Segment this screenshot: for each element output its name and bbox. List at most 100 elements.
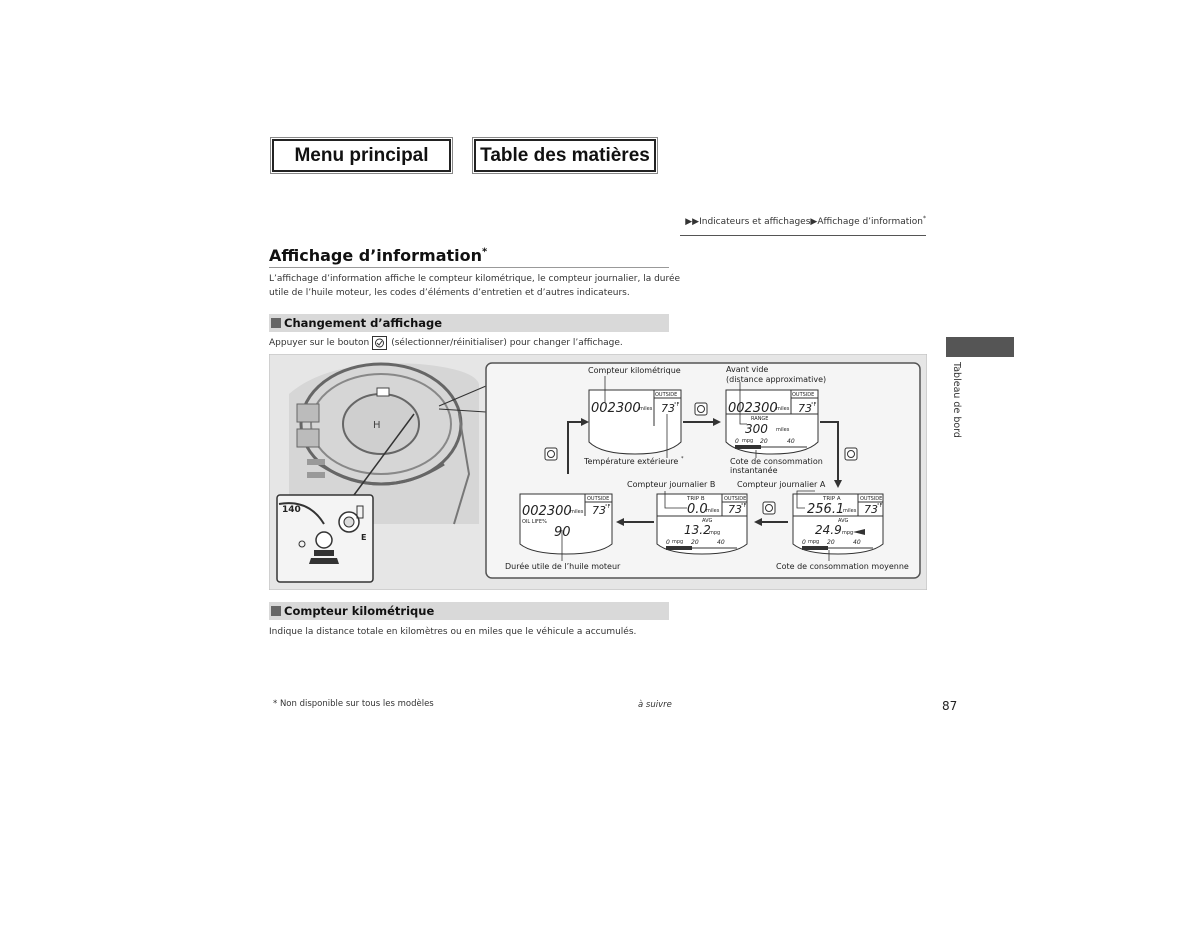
section-header-compteur: Compteur kilométrique: [269, 602, 669, 620]
screen2-scale-0: 0: [735, 438, 739, 445]
label-instant-line1: Cote de consommation: [730, 457, 823, 466]
screen4-scale-0: 0: [666, 539, 670, 546]
screen-trip-a: TRIP A OUTSIDE 256.1 miles 73 °F AVG 24.…: [792, 493, 884, 555]
page-title: Affichage d’information*: [269, 246, 487, 265]
main-menu-button[interactable]: Menu principal: [272, 139, 451, 172]
side-tab-label: Tableau de bord: [951, 362, 962, 438]
toc-label: Table des matières: [480, 144, 650, 166]
svg-text:H: H: [373, 420, 381, 431]
screen1-odo-value: 002300: [591, 401, 641, 416]
screen5-temp: 73: [592, 504, 606, 517]
intro-paragraph: L’affichage d’information affiche le com…: [269, 272, 680, 300]
screen2-range: RANGE: [751, 416, 768, 422]
steering-wheel-illustration: H: [289, 362, 479, 525]
screen4-miles: miles: [706, 508, 720, 514]
screen3-outside: OUTSIDE: [860, 496, 882, 502]
select-reset-icon-2: [844, 447, 858, 461]
select-reset-icon-4: [544, 447, 558, 461]
screen2-temp-unit: °F: [811, 402, 817, 408]
section2-title: Compteur kilométrique: [284, 604, 435, 618]
screen2-range-miles: miles: [776, 427, 790, 433]
title-rule: [269, 267, 669, 268]
leader-range-2: [739, 404, 747, 425]
screen4-avg-value: 13.2: [684, 523, 711, 537]
section-bullet-icon: [271, 606, 281, 616]
screen2-mpg: mpg: [742, 438, 753, 444]
screen3-temp-unit: °F: [877, 503, 883, 509]
flow-arrows: [567, 421, 839, 523]
screen2-odo-value: 002300: [728, 401, 778, 416]
main-menu-label: Menu principal: [294, 144, 429, 166]
screen3-avg: AVG: [838, 518, 849, 524]
continued-note: à suivre: [638, 700, 672, 710]
screen4-avg: AVG: [702, 518, 713, 524]
breadcrumb-star: *: [923, 215, 926, 222]
gauge-inset: 140 E: [276, 494, 374, 583]
screen2-temp: 73: [798, 402, 812, 415]
screen2-outside: OUTSIDE: [792, 392, 814, 398]
section1-text-after: (sélectionner/réinitialiser) pour change…: [391, 338, 623, 348]
screen5-miles: miles: [570, 509, 584, 515]
callout-line: [353, 413, 415, 496]
screen2-scale-20: 20: [760, 438, 768, 445]
label-range-line2: (distance approximative): [726, 375, 826, 384]
screen2-miles: miles: [776, 406, 790, 412]
leader-trip-a: [796, 490, 815, 509]
leader-trip-b: [664, 491, 687, 509]
screen3-scale-40: 40: [853, 539, 861, 546]
select-reset-icon-1: [694, 402, 708, 416]
screen5-odo-value: 002300: [522, 504, 572, 519]
table-of-contents-button[interactable]: Table des matières: [474, 139, 656, 172]
screen5-oil-label: OIL LIFE%: [522, 519, 547, 525]
label-oil-life: Durée utile de l’huile moteur: [505, 561, 621, 571]
page-number: 87: [942, 699, 958, 713]
screen-trip-b: TRIP B OUTSIDE 0.0 miles 73 °F AVG 13.2 …: [656, 493, 748, 555]
callout-line-top: [438, 385, 487, 407]
breadcrumb-text: ▶▶Indicateurs et affichages▶Affichage d’…: [685, 217, 923, 227]
gauge-fuel-e-label: E: [361, 533, 366, 542]
label-trip-a: Compteur journalier A: [737, 480, 826, 489]
label-trip-b: Compteur journalier B: [627, 480, 715, 489]
screen4-scale-20: 20: [691, 539, 699, 546]
gauge-speed-label: 140: [282, 505, 301, 515]
label-avg-fuel: Cote de consommation moyenne: [776, 562, 909, 571]
header-rule: [680, 235, 926, 236]
footnote: * Non disponible sur tous les modèles: [273, 699, 434, 709]
display-diagram: H 140 E Compteur kilométrique Avant vide…: [269, 354, 927, 590]
screen-oil-life: 002300 miles OUTSIDE 73 °F OIL LIFE% 90: [519, 493, 613, 555]
intro-line-2: utile de l’huile moteur, les codes d’élé…: [269, 288, 630, 298]
screen3-avg-value: 24.9: [815, 523, 842, 537]
label-instant-line2: instantanée: [730, 465, 778, 475]
label-odometer: Compteur kilométrique: [588, 365, 681, 375]
screen4-mpg: mpg: [672, 539, 683, 545]
section1-paragraph: Appuyer sur le bouton (sélectionner/réin…: [269, 336, 623, 350]
section1-text-before: Appuyer sur le bouton: [269, 338, 370, 348]
select-reset-icon-3: [762, 501, 776, 515]
screen3-mpg: mpg: [808, 539, 819, 545]
flow-arrowheads: [581, 418, 842, 526]
intro-line-1: L’affichage d’information affiche le com…: [269, 274, 681, 284]
screen2-scale-40: 40: [787, 438, 795, 445]
screen3-scale-20: 20: [827, 539, 835, 546]
screen4-scale-40: 40: [717, 539, 725, 546]
section-header-changement: Changement d’affichage: [269, 314, 669, 332]
screen4-trip-value: 0.0: [687, 502, 708, 517]
screen-range: 002300 miles OUTSIDE 73 °F RANGE 300 mil…: [725, 389, 819, 455]
label-range-line1: Avant vide: [726, 365, 768, 374]
screen1-outside: OUTSIDE: [655, 392, 677, 398]
screen1-temp-unit: °F: [674, 402, 680, 408]
screen1-miles: miles: [639, 406, 653, 412]
screen3-avg-mpg: mpg: [842, 530, 853, 536]
page-title-star: *: [482, 246, 488, 258]
screen-odometer: 002300 miles OUTSIDE 73 °F: [588, 389, 682, 455]
screen4-trip-label: TRIP B: [686, 496, 705, 502]
screen1-temp: 73: [661, 402, 675, 415]
page-title-text: Affichage d’information: [269, 246, 483, 265]
screen4-avg-mpg: mpg: [709, 530, 720, 536]
screen4-outside: OUTSIDE: [724, 496, 746, 502]
callout-line-bottom: [438, 408, 487, 413]
screen5-temp-unit: °F: [605, 504, 611, 510]
side-tab-marker: [946, 337, 1014, 357]
screen5-outside: OUTSIDE: [587, 496, 609, 502]
section-bullet-icon: [271, 318, 281, 328]
